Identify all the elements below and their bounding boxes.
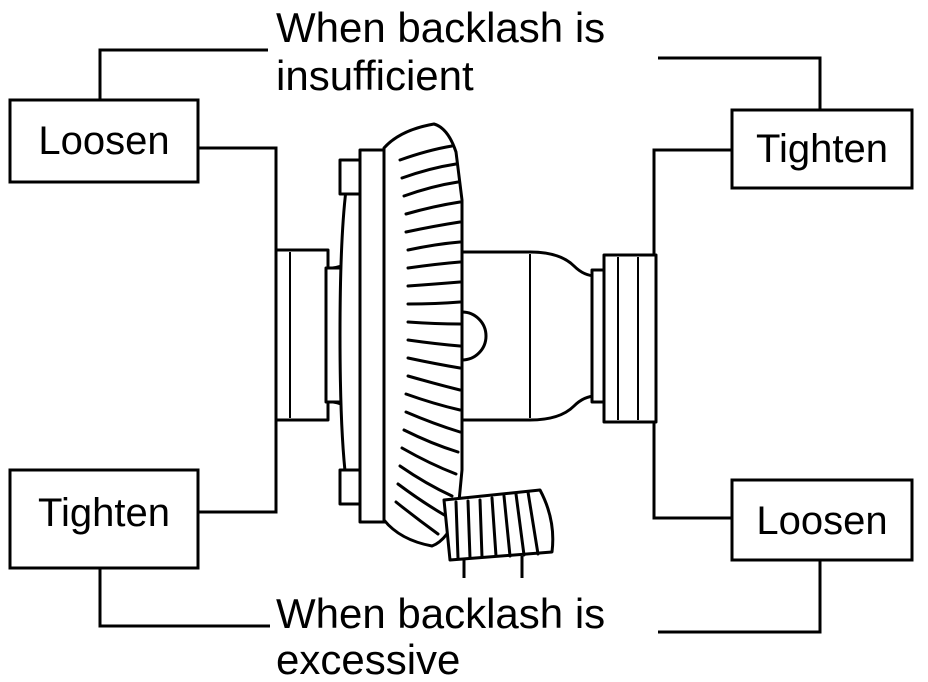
pinion-tooth (490, 496, 498, 558)
drive-pinion-body (442, 488, 555, 562)
ring-gear-tooth (406, 280, 462, 288)
label-text-top-right: Tighten (756, 127, 888, 171)
ring-gear-tooth (402, 180, 460, 198)
label-text-bottom-right: Loosen (756, 499, 887, 543)
label-text-bottom-left: Tighten (38, 491, 170, 535)
pinion-tooth (454, 500, 460, 560)
ring-gear-tooth (404, 220, 462, 234)
case-center-boss (460, 310, 488, 362)
leader-top-left-caption (98, 48, 268, 100)
ring-gear-tooth (406, 240, 462, 252)
ring-gear-tooth (404, 410, 462, 434)
pinion-tooth (502, 494, 512, 558)
ring-gear-tooth (406, 260, 462, 270)
ring-gear-tooth (396, 482, 448, 518)
label-bottom-left: Tighten (8, 468, 200, 570)
label-box-top-right (730, 108, 914, 190)
leader-bottom-right-bearing (652, 422, 732, 520)
ring-gear-tooth (406, 338, 462, 348)
ring-gear-teeth (394, 144, 462, 536)
ring-gear-tooth (406, 374, 462, 392)
ring-gear-tooth (404, 200, 462, 216)
pinion-tooth (466, 499, 472, 560)
ring-gear (358, 122, 464, 548)
ring-gear-tooth (406, 320, 462, 326)
caption-insufficient-line2: insufficient (276, 52, 474, 99)
caption-excessive-line1: When backlash is (276, 590, 605, 637)
left-bearing (274, 247, 361, 423)
pinion-tooth (526, 490, 540, 556)
pinion-tooth (514, 492, 526, 557)
leader-top-right-bearing (652, 148, 732, 255)
leader-top-left-bearing (198, 146, 278, 250)
caption-insufficient-line1: When backlash is (276, 4, 605, 51)
ring-gear-tooth (406, 356, 462, 370)
ring-gear-tooth (394, 500, 440, 536)
ring-gear-tooth (404, 392, 462, 412)
leader-lines (98, 48, 822, 634)
pinion-tooth (478, 498, 484, 559)
label-text-top-left: Loosen (38, 119, 169, 163)
ring-gear-tooth (398, 144, 454, 162)
label-box-bottom-right (730, 478, 914, 562)
differential-assembly (274, 122, 658, 578)
leader-bottom-left-bearing (198, 420, 278, 514)
drive-pinion (442, 488, 555, 578)
ring-gear-body (382, 122, 464, 548)
label-box-top-left (8, 98, 200, 184)
label-top-right: Tighten (730, 108, 914, 190)
leader-bottom-right-caption (658, 560, 822, 634)
leader-top-right-caption (658, 56, 822, 110)
left-bearing-outer-race (274, 248, 330, 422)
label-bottom-right: Loosen (730, 478, 914, 562)
caption-excessive-line2: excessive (276, 636, 460, 682)
ring-gear-tooth (398, 464, 454, 498)
leader-bottom-left-caption (98, 568, 270, 628)
label-top-left: Loosen (8, 98, 200, 184)
label-box-bottom-left (8, 468, 200, 570)
right-bearing-outer-race (602, 253, 658, 424)
right-bearing (590, 253, 658, 424)
ring-gear-tooth (406, 300, 462, 306)
ring-gear-tooth (400, 446, 458, 476)
ring-gear-tooth (402, 428, 460, 454)
ring-gear-tooth (400, 162, 458, 180)
